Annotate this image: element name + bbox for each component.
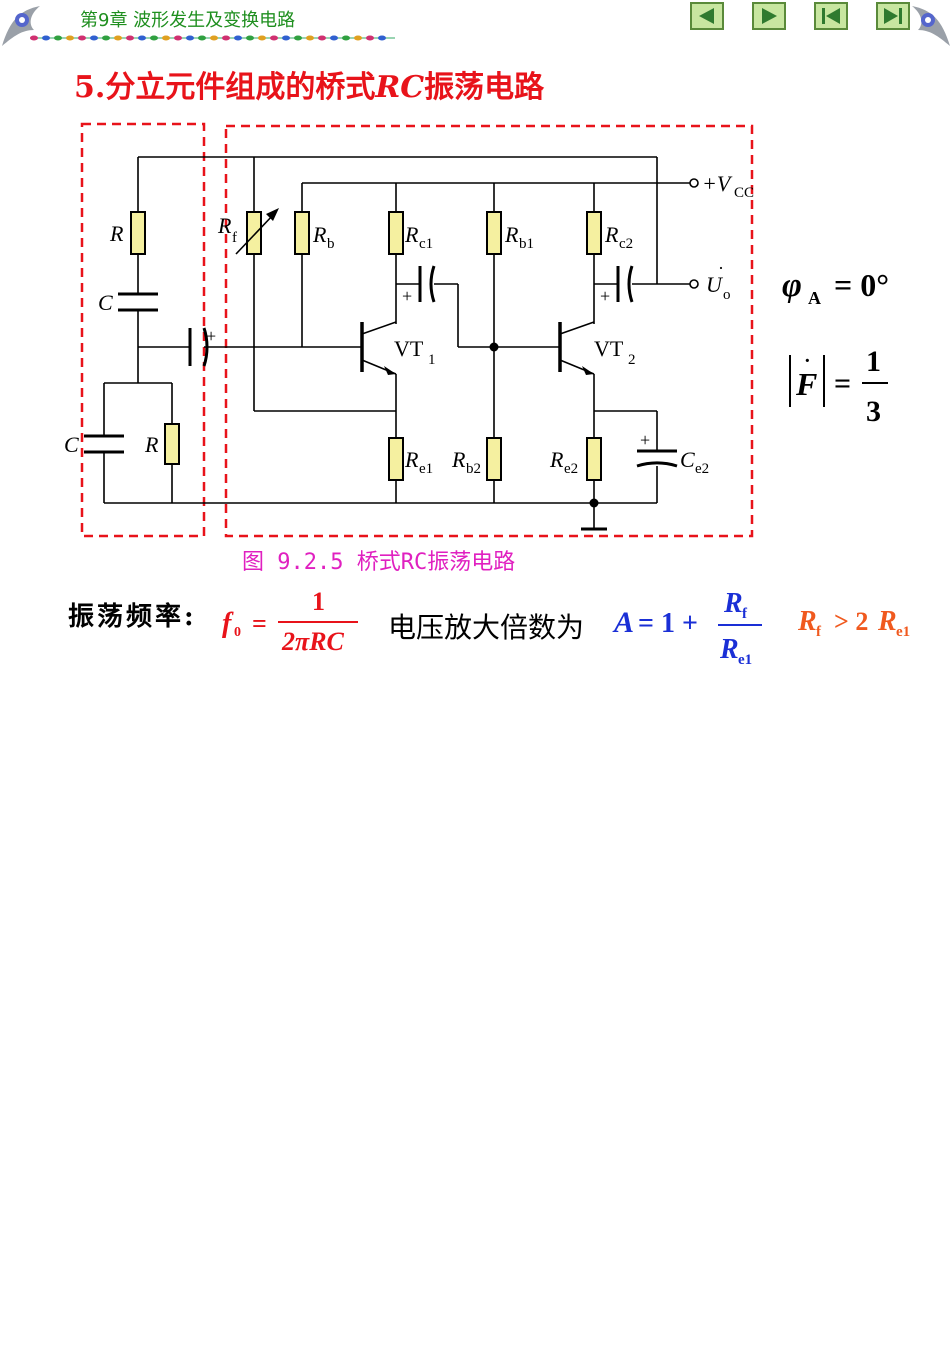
label-rb2: R	[451, 447, 466, 472]
gain-formula: A = 1 + R f R e1	[612, 588, 762, 668]
equals-sign: =	[252, 609, 267, 638]
label-vcc: +V	[702, 171, 733, 196]
magnitude-condition: F · = 1 3	[789, 345, 888, 428]
label-rc1: R	[404, 222, 419, 247]
skip-first-icon	[822, 8, 840, 24]
label-rb-sub: b	[327, 236, 335, 252]
header-decoration	[2, 6, 950, 46]
re1-denominator-sub: e1	[738, 652, 752, 668]
plus-mark: +	[206, 326, 216, 346]
phase-value: = 0°	[834, 267, 889, 303]
frequency-formula: f 0 = 1 2πRC	[222, 587, 358, 656]
label-uo-sub: o	[723, 287, 731, 303]
cond-rf-sub: f	[816, 624, 822, 640]
startup-condition: R f > 2 R e1	[797, 606, 910, 640]
label-vt2: VT	[594, 336, 624, 361]
f-symbol: F	[795, 366, 817, 402]
phi-symbol: φ	[782, 267, 802, 304]
resistor-r-bottom	[164, 423, 180, 465]
re1-denominator: R	[719, 634, 739, 665]
resistor-re2	[586, 437, 602, 481]
label-re2: R	[549, 447, 564, 472]
cond-rf: R	[797, 606, 817, 637]
variable-arrow-icon	[266, 208, 279, 221]
prev-page-button[interactable]	[690, 2, 724, 30]
label-rb2-sub: b2	[466, 461, 481, 477]
label-ce2-sub: e2	[695, 461, 709, 477]
output-terminal	[689, 279, 699, 289]
dotted-divider	[30, 35, 395, 41]
header-bar	[0, 0, 952, 48]
gain-equation: = 1 +	[638, 608, 698, 639]
chapter-title: 第9章 波形发生及变换电路	[80, 10, 296, 31]
frequency-label: 振荡频率:	[68, 602, 197, 632]
resistor-rc2	[586, 211, 602, 255]
plus-mark: +	[600, 286, 610, 306]
bridge-rc-oscillator-schematic: R C C R R f R b R c1 R b1 R c2 R e1 R b2…	[64, 122, 754, 538]
resistor-rc1	[388, 211, 404, 255]
label-re1-sub: e1	[419, 461, 433, 477]
rf-numerator: R	[723, 588, 743, 619]
skip-last-icon	[884, 8, 902, 24]
freq-denominator: 2πRC	[281, 627, 345, 656]
rc-network-box	[80, 122, 206, 538]
label-vt1: VT	[394, 336, 424, 361]
label-rf: R	[217, 213, 232, 238]
plus-mark: +	[402, 286, 412, 306]
label-rc1-sub: c1	[419, 236, 433, 252]
triangle-right-icon	[762, 8, 777, 24]
label-c-bottom: C	[64, 432, 79, 457]
resistor-rb1	[486, 211, 502, 255]
label-vt2-sub: 2	[628, 352, 636, 368]
fraction-denominator: 3	[866, 395, 881, 428]
label-rb1: R	[504, 222, 519, 247]
label-vt1-sub: 1	[428, 352, 436, 368]
label-ce2: C	[680, 447, 695, 472]
section-title: 5.分立元件组成的桥式RC振荡电路	[74, 70, 545, 105]
label-rb1-sub: b1	[519, 236, 534, 252]
resistor-r-top	[130, 211, 146, 255]
resistor-rb	[294, 211, 310, 255]
gain-label: 电压放大倍数为	[388, 611, 585, 644]
phi-subscript: A	[808, 288, 821, 308]
cond-re: R	[877, 606, 897, 637]
gain-symbol: A	[612, 606, 634, 639]
f0-symbol: f	[222, 608, 234, 639]
first-page-button[interactable]	[814, 2, 848, 30]
phase-condition: φ A = 0°	[782, 267, 889, 308]
amplifier-box	[224, 124, 754, 538]
fraction-numerator: 1	[866, 345, 881, 378]
cond-comparator: > 2	[834, 607, 868, 636]
label-c-top: C	[98, 290, 113, 315]
cond-re-sub: e1	[896, 624, 910, 640]
label-rf-sub: f	[232, 230, 237, 246]
label-r-top: R	[109, 221, 124, 246]
label-vcc-sub: CC	[734, 185, 754, 201]
freq-numerator: 1	[312, 587, 325, 616]
label-rb: R	[312, 222, 327, 247]
flower-ornament-right-icon	[912, 6, 950, 46]
equals-sign: =	[834, 367, 851, 400]
resistor-re1	[388, 437, 404, 481]
figure-caption: 图 9.2.5 桥式RC振荡电路	[242, 550, 516, 575]
plus-mark: +	[640, 430, 650, 450]
triangle-left-icon	[699, 8, 714, 24]
flower-ornament-left-icon	[2, 6, 40, 46]
phasor-dot: ·	[718, 258, 724, 278]
vcc-terminal	[689, 178, 699, 188]
f0-subscript: 0	[234, 625, 241, 640]
last-page-button[interactable]	[876, 2, 910, 30]
next-page-button[interactable]	[752, 2, 786, 30]
label-re1: R	[404, 447, 419, 472]
phasor-dot: ·	[804, 350, 811, 372]
resistor-rb2	[486, 437, 502, 481]
label-re2-sub: e2	[564, 461, 578, 477]
label-rc2-sub: c2	[619, 236, 633, 252]
label-rc2: R	[604, 222, 619, 247]
rf-numerator-sub: f	[742, 606, 748, 622]
label-uo: U	[706, 272, 724, 297]
resistor-rf	[246, 211, 262, 255]
label-r-bottom: R	[144, 432, 159, 457]
